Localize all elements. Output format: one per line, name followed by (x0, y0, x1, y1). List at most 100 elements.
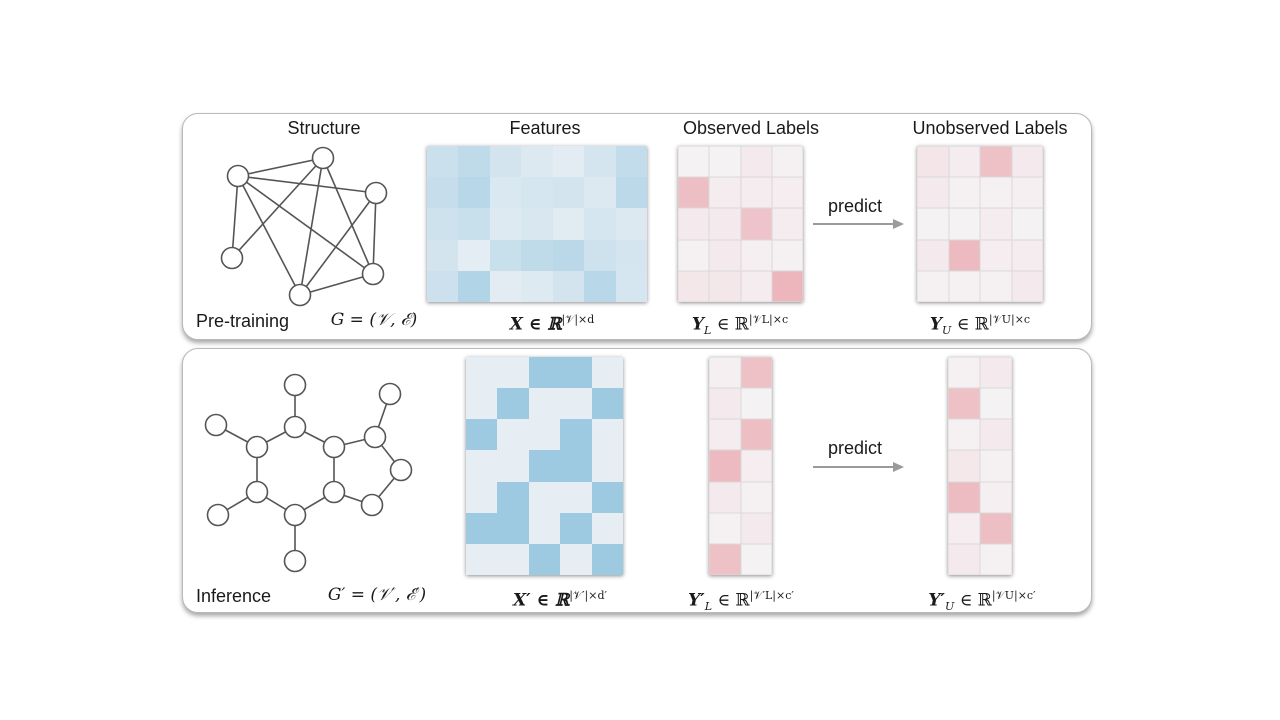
matrix-cell (458, 146, 490, 178)
matrix-cell (552, 208, 585, 240)
header-unobserved-labels: Unobserved Labels (912, 118, 1068, 138)
matrix-cell (489, 177, 522, 209)
matrix-cell (591, 419, 623, 451)
matrix-cell (521, 177, 553, 209)
header-structure: Structure (287, 118, 361, 138)
pretraining-observed-label-matrix (678, 146, 803, 302)
matrix-cell (497, 357, 529, 389)
matrix-cell (497, 481, 529, 513)
matrix-cell (458, 270, 490, 302)
predict-label-pretraining: predict (827, 196, 883, 216)
matrix-cell (740, 177, 772, 209)
graph-edge (322, 157, 374, 275)
matrix-cell (497, 543, 529, 575)
matrix-cell (552, 146, 585, 178)
matrix-cell (560, 543, 592, 575)
observed-formula-inference: Y′L ∈ ℝ|𝒱′L|×c′ (688, 589, 794, 614)
matrix-cell (584, 270, 616, 302)
matrix-cell (466, 543, 498, 575)
graph-node (283, 503, 307, 527)
graph-formula-pretraining: G = (𝒱, ℰ) (330, 310, 418, 330)
matrix-cell (591, 512, 623, 544)
matrix-cell (552, 270, 585, 302)
matrix-cell (427, 146, 459, 178)
matrix-cell (980, 388, 1012, 420)
matrix-cell (948, 208, 980, 240)
matrix-cell (552, 239, 585, 271)
matrix-cell (591, 481, 623, 513)
matrix-cell (1011, 270, 1043, 302)
matrix-cell (528, 357, 561, 389)
matrix-cell (427, 208, 459, 240)
header-observed-labels: Observed Labels (682, 118, 820, 138)
graph-edge (299, 157, 324, 296)
graph-node (283, 373, 307, 397)
graph-node (245, 435, 269, 459)
graph-node (364, 181, 388, 205)
graph-node (389, 458, 413, 482)
matrix-cell (709, 512, 741, 544)
matrix-cell (709, 208, 741, 240)
matrix-cell (466, 419, 498, 451)
graph-edge (231, 157, 324, 259)
matrix-cell (740, 419, 772, 451)
matrix-cell (709, 419, 741, 451)
matrix-cell (427, 270, 459, 302)
graph-node (283, 549, 307, 573)
matrix-cell (458, 177, 490, 209)
graph-edge (372, 192, 377, 275)
pretraining-graph (220, 146, 388, 307)
matrix-cell (521, 270, 553, 302)
matrix-cell (740, 512, 772, 544)
matrix-cell (678, 270, 710, 302)
inference-observed-label-matrix (709, 357, 772, 575)
features-formula-pretraining: X ∈ ℝ|𝒱|×d (509, 313, 595, 335)
matrix-cell (980, 208, 1012, 240)
header-features: Features (509, 118, 581, 138)
matrix-cell (615, 177, 647, 209)
matrix-cell (948, 270, 980, 302)
matrix-cell (427, 177, 459, 209)
matrix-cell (591, 357, 623, 389)
matrix-cell (948, 146, 980, 178)
unobserved-formula-pretraining: YU ∈ ℝ|𝒱U|×c (929, 313, 1031, 338)
graph-edge (231, 175, 239, 259)
matrix-cell (466, 357, 498, 389)
graph-formula-inference: G′ = (𝒱′, ℰ′) (327, 585, 427, 605)
matrix-cell (528, 450, 561, 482)
matrix-cell (584, 239, 616, 271)
matrix-cell (709, 146, 741, 178)
graph-edge (237, 175, 301, 296)
matrix-cell (709, 177, 741, 209)
matrix-cell (497, 388, 529, 420)
matrix-cell (678, 146, 710, 178)
matrix-cell (917, 146, 949, 178)
matrix-cell (980, 146, 1012, 178)
matrix-cell (740, 543, 772, 575)
matrix-cell (591, 388, 623, 420)
matrix-cell (709, 450, 741, 482)
matrix-cell (584, 177, 616, 209)
matrix-cell (678, 177, 710, 209)
matrix-cell (466, 450, 498, 482)
matrix-cell (497, 450, 529, 482)
matrix-cell (917, 270, 949, 302)
observed-formula-pretraining: YL ∈ ℝ|𝒱L|×c (691, 313, 789, 338)
unobserved-formula-inference: Y′U ∈ ℝ|𝒱U|×c′ (928, 589, 1036, 614)
matrix-cell (528, 512, 561, 544)
matrix-cell (709, 481, 741, 513)
pretraining-feature-matrix (427, 146, 647, 302)
graph-node (204, 413, 228, 437)
graph-node (378, 382, 402, 406)
matrix-cell (948, 239, 980, 271)
matrix-cell (740, 481, 772, 513)
inference-graph (204, 373, 413, 573)
matrix-cell (980, 177, 1012, 209)
graph-edge (299, 192, 377, 296)
predict-label-inference: predict (827, 438, 883, 458)
graph-edge (237, 175, 377, 194)
matrix-cell (709, 357, 741, 389)
graph-node (322, 480, 346, 504)
graph-node (220, 246, 244, 270)
matrix-cell (917, 208, 949, 240)
